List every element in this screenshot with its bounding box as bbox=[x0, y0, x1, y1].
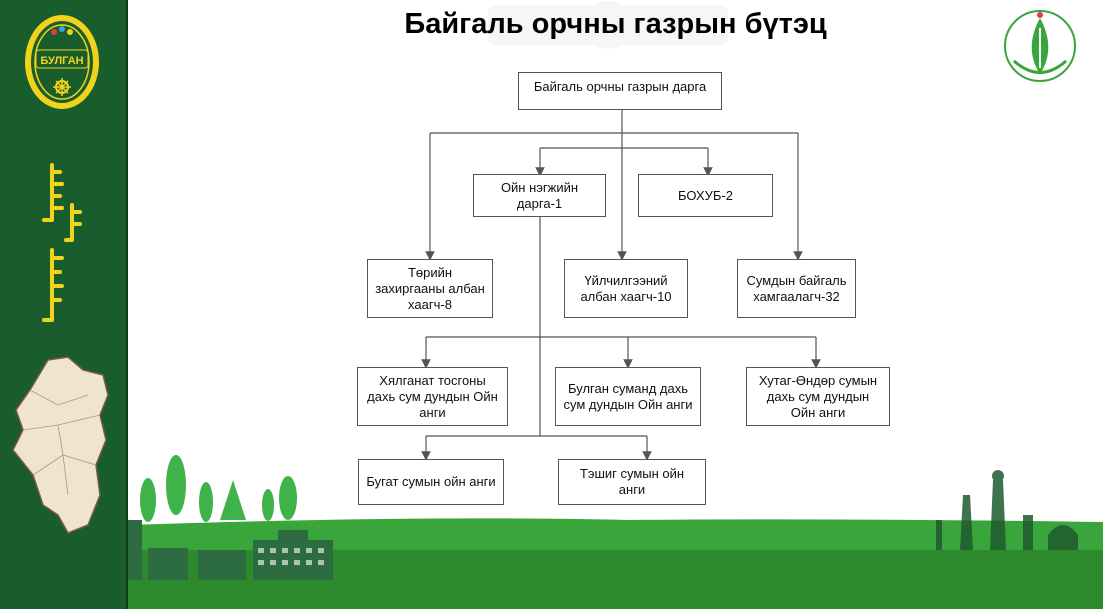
org-box-deputy: Ойн нэгжийн дарга-1 bbox=[473, 174, 606, 217]
landscape-footer bbox=[128, 455, 1103, 609]
org-box-soum-rangers: Сумдын байгаль хамгаалагч-32 bbox=[737, 259, 856, 318]
org-box-head: Байгаль орчны газрын дарга bbox=[518, 72, 722, 110]
org-box-unit: Хялганат тосгоны дахь сум дундын Ойн анг… bbox=[357, 367, 508, 426]
bulgan-map-icon bbox=[12, 356, 109, 534]
page-title: Байгаль орчны газрын бүтэц bbox=[404, 8, 827, 40]
org-box-civil-servants: Төрийн захиргааны албан хаагч-8 bbox=[367, 259, 493, 318]
org-box-unit: Тэшиг сумын ойн анги bbox=[558, 459, 706, 505]
main-content: Байгаль орчны газрын бүтэц bbox=[128, 0, 1103, 609]
org-box-bokhub: БОХУБ-2 bbox=[638, 174, 773, 217]
mongolian-script-icon bbox=[42, 163, 82, 322]
org-box-unit: Булган суманд дахь сум дундын Ойн анги bbox=[555, 367, 701, 426]
emblem-label: БУЛГАН bbox=[40, 55, 84, 67]
org-box-unit: Бугат сумын ойн анги bbox=[358, 459, 504, 505]
org-box-service-staff: Үйлчилгээний албан хаагч-10 bbox=[564, 259, 688, 318]
sidebar: БУЛГАН bbox=[0, 0, 128, 609]
org-chart-connectors bbox=[421, 110, 821, 461]
org-box-unit: Хутаг-Өндөр сумын дахь сум дундын Ойн ан… bbox=[746, 367, 890, 426]
bulgan-emblem-icon bbox=[25, 15, 99, 109]
watermark-icon bbox=[488, 1, 728, 49]
leaf-emblem-icon bbox=[1004, 10, 1076, 82]
